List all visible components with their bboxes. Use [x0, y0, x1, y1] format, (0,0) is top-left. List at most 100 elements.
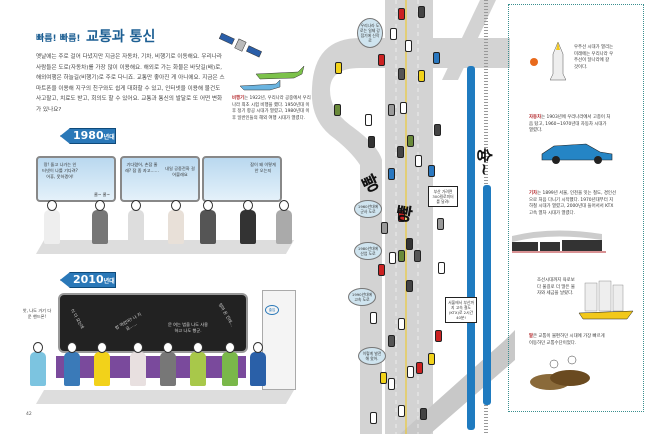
passenger	[168, 210, 184, 244]
passenger-head	[133, 342, 143, 353]
satellite-illustration	[218, 32, 262, 60]
page-number: 42	[26, 412, 32, 417]
car	[435, 330, 442, 342]
subway-seat	[56, 356, 246, 378]
speech-text: 기다렸어, 손잡 줄래? 잠 좀 자고……	[125, 162, 159, 173]
car	[381, 222, 388, 234]
car	[388, 168, 395, 180]
car	[418, 6, 425, 18]
horse-riders-illustration	[520, 352, 598, 398]
speech-text: 쿨~ 쿨~	[93, 192, 111, 197]
right-column-frame	[508, 4, 644, 412]
car	[365, 114, 372, 126]
car	[415, 155, 422, 167]
speech-text: 땅! 돌고 나가는 인터넷이 나를 기다려? 어휴, 못하겠어!	[42, 162, 78, 179]
passenger	[92, 210, 108, 244]
passenger-head	[95, 200, 105, 211]
passenger	[94, 352, 110, 386]
road-bubble: 1990년대에 고속 도로	[348, 288, 376, 306]
car	[378, 264, 385, 276]
car-illustration	[540, 140, 615, 164]
passenger-head	[33, 342, 43, 353]
car	[434, 124, 441, 136]
car	[398, 68, 405, 80]
car	[388, 104, 395, 116]
airplane-caption: 비행기는 1922년, 우리나라 공중에서 우리나라 최초 시험 비행을 했다.…	[232, 96, 311, 121]
car	[397, 146, 404, 158]
car	[388, 335, 395, 347]
train-floor	[35, 390, 295, 404]
car	[390, 28, 397, 40]
planet-icon	[530, 58, 538, 66]
car	[370, 312, 377, 324]
train-window	[36, 156, 116, 202]
passenger-head	[203, 200, 213, 211]
car	[407, 135, 414, 147]
car	[400, 102, 407, 114]
passenger-head	[67, 342, 77, 353]
page-title: 빠름! 빠름! 교통과 통신	[36, 29, 156, 45]
speech-text: 앗, 나도 거기 다운 핸드폰!	[22, 308, 52, 319]
subway-window	[58, 293, 248, 353]
car	[398, 250, 405, 262]
passenger-head	[171, 200, 181, 211]
train-caption: 기차는 1899년 서울, 인천을 잇는 철도, 경인선으로 처음 다니기 시작…	[529, 191, 616, 216]
car	[407, 366, 414, 378]
car	[438, 262, 445, 274]
door-sign: 출입	[265, 305, 279, 315]
passenger	[200, 210, 216, 244]
road-map	[311, 0, 515, 434]
car	[406, 238, 413, 250]
era-sign-2010: 2010년대	[60, 272, 116, 288]
car	[398, 318, 405, 330]
passenger	[190, 352, 206, 386]
car	[368, 136, 375, 148]
space-shuttle-illustration	[549, 41, 567, 82]
passenger	[130, 352, 146, 386]
car	[380, 372, 387, 384]
passenger-head	[253, 342, 263, 353]
speech-text: 잠이 왜 이렇게 안 오는지	[250, 162, 276, 173]
car	[437, 218, 444, 230]
car	[370, 412, 377, 424]
passenger-head	[225, 342, 235, 353]
car	[334, 104, 341, 116]
horse-caption: 말은 교통이 불편하던 시대에 가장 빠르게 이동하던 교통수단이었다.	[529, 334, 605, 346]
shuttle-caption: 우주선 시대가 열리는 미래에는 우리나라 우주선이 달나라에 갈 것이다.	[574, 45, 614, 70]
car	[398, 8, 405, 20]
passenger	[250, 352, 266, 386]
speech-text: 문 여는 법을 나도 사용하고 나도 했군.	[168, 322, 208, 333]
passenger-head	[243, 200, 253, 211]
car	[398, 210, 405, 222]
airplane-illustration	[236, 64, 306, 94]
passenger-head	[97, 342, 107, 353]
passenger	[160, 352, 176, 386]
passenger	[30, 352, 46, 386]
steam-train-illustration	[512, 226, 606, 254]
car	[378, 54, 385, 66]
train-window	[120, 156, 200, 202]
passenger-head	[47, 200, 57, 211]
passenger	[222, 352, 238, 386]
passenger	[240, 210, 256, 244]
speech-text: 내일 공중전화 걸어볼래요	[165, 166, 195, 177]
car	[428, 353, 435, 365]
sfx-train: 슝~	[475, 147, 495, 177]
road-info-box: 부산 가려면 300킬로미터를 달려!	[428, 186, 458, 207]
train-window	[202, 156, 282, 202]
car	[335, 62, 342, 74]
sailing-ship-illustration	[575, 275, 635, 323]
car	[428, 165, 435, 177]
car	[414, 250, 421, 262]
road-bubble: 이렇게 발전해 왔어.	[358, 347, 386, 365]
ship-caption: 조선시대까지 육로보다 물길로 더 많은 물자와 세금을 날랐다.	[537, 278, 575, 297]
car	[406, 280, 413, 292]
car	[433, 52, 440, 64]
intro-paragraph: 옛날에는 주로 걸어 다녔지만 지금은 자동차, 기차, 비행기로 이동해요. …	[36, 54, 225, 113]
passenger	[64, 352, 80, 386]
passenger	[276, 210, 292, 244]
passenger	[44, 210, 60, 244]
passenger-head	[279, 200, 289, 211]
passenger-head	[193, 342, 203, 353]
era-sign-1980: 1980년대	[60, 128, 116, 144]
